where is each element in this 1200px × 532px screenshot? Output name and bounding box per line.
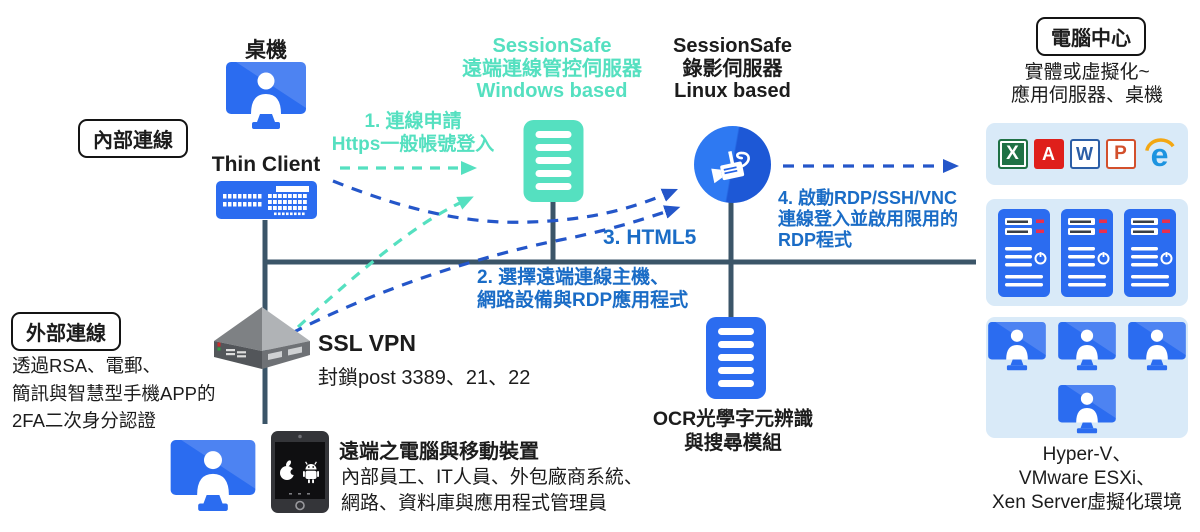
remote-devices-title: 遠端之電腦與移動裝置 (339, 441, 539, 463)
hypervisor-text: Hyper-V、 VMware ESXi、 Xen Server虛擬化環境 (985, 443, 1189, 515)
server-rack-icon (1124, 209, 1176, 297)
thin-client-icon (216, 181, 317, 219)
external-desc-line2: 簡訊與智慧型手機APP的 (12, 382, 216, 404)
arrow-vpn-to-mgmt (296, 196, 474, 329)
server-rack-icon (998, 209, 1050, 297)
app-server-panel: X A W P (986, 123, 1188, 185)
step2-text: 2. 選擇遠端連線主機、 網路設備與RDP應用程式 (477, 266, 688, 312)
mgmt-server-subtitle: 遠端連線管控伺服器 (462, 57, 642, 80)
excel-icon: X (997, 139, 1028, 169)
step2-line2: 網路設備與RDP應用程式 (477, 290, 689, 311)
step4-line3: RDP程式 (778, 230, 853, 250)
ssl-vpn-title: SSL VPN (318, 330, 416, 356)
vm-monitor-icon (1128, 322, 1186, 371)
vm-monitor-icon (1058, 322, 1116, 371)
step4-line2: 連線登入並啟用限用的 (778, 209, 958, 229)
thin-client-label: Thin Client (211, 153, 321, 176)
ssl-vpn-subtitle: 封鎖post 3389、21、22 (318, 367, 531, 389)
recording-camera-icon (694, 126, 771, 203)
hypervisor-line2: VMware ESXi、 (1018, 468, 1156, 489)
desktop-label: 桌機 (245, 39, 287, 62)
edge-browser-icon (1142, 137, 1177, 172)
external-desc-line3: 2FA二次身分認證 (12, 410, 156, 431)
recording-server-heading: SessionSafe 錄影伺服器 Linux based (650, 35, 815, 103)
mgmt-server-heading: SessionSafe 遠端連線管控伺服器 Windows based (442, 35, 662, 103)
ocr-line1: OCR光學字元辨識 (652, 408, 814, 430)
datacenter-subtitle: 實體或虛擬化~ 應用伺服器、桌機 (985, 61, 1189, 107)
vm-monitor-icon (988, 322, 1046, 371)
datacenter-badge: 電腦中心 (1036, 17, 1146, 56)
hypervisor-line1: Hyper-V、 (1042, 444, 1132, 465)
step2-line1: 2. 選擇遠端連線主機、 (477, 267, 670, 288)
word-icon: W (1069, 139, 1100, 169)
server-rack-icon (1061, 209, 1113, 297)
remote-monitor-icon (170, 440, 256, 512)
mgmt-server-title: SessionSafe (492, 35, 612, 57)
ocr-text: OCR光學字元辨識 與搜尋模組 (642, 407, 824, 455)
internal-connection-badge: 內部連線 (78, 119, 188, 158)
hypervisor-line3: Xen Server虛擬化環境 (991, 492, 1183, 513)
step3-text: 3. HTML5 (603, 226, 697, 249)
vm-desktop-panel (986, 317, 1188, 438)
recording-server-subtitle: 錄影伺服器 (682, 57, 783, 80)
external-description: 透過RSA、電郵、 簡訊與智慧型手機APP的 2FA二次身分認證 (12, 352, 216, 435)
datacenter-subtitle-line1: 實體或虛擬化~ (1024, 62, 1150, 83)
step4-text: 4. 啟動RDP/SSH/VNC 連線登入並啟用限用的 RDP程式 (778, 188, 958, 251)
desktop-monitor-icon (226, 62, 306, 130)
remote-devices-desc1: 內部員工、IT人員、外包廠商系統、 (341, 467, 643, 488)
ocr-server-icon (705, 317, 767, 399)
ssl-vpn-appliance-icon (208, 303, 316, 381)
step1-text: 1. 連線申請 Https一般帳號登入 (324, 110, 502, 156)
external-connection-badge: 外部連線 (11, 312, 121, 351)
ocr-line2: 與搜尋模組 (684, 432, 782, 454)
tablet-icon (271, 431, 329, 513)
remote-devices-desc2: 網路、資料庫與應用程式管理員 (341, 493, 608, 514)
external-desc-line1: 透過RSA、電郵、 (12, 355, 162, 376)
datacenter-subtitle-line2: 應用伺服器、桌機 (1010, 85, 1163, 106)
step1-line1: 1. 連線申請 (364, 111, 462, 132)
mgmt-server-os: Windows based (476, 80, 628, 102)
recording-server-os: Linux based (674, 80, 791, 102)
step1-line2: Https一般帳號登入 (331, 134, 495, 155)
step4-line1: 4. 啟動RDP/SSH/VNC (778, 188, 958, 208)
powerpoint-icon: P (1105, 139, 1136, 169)
recording-server-title: SessionSafe (673, 35, 792, 57)
acrobat-pdf-icon: A (1033, 139, 1064, 169)
mgmt-server-icon (523, 120, 584, 202)
arrow-thinclient-to-recorder (332, 179, 679, 224)
vm-monitor-icon (1058, 385, 1116, 434)
server-rack-panel (986, 199, 1188, 306)
